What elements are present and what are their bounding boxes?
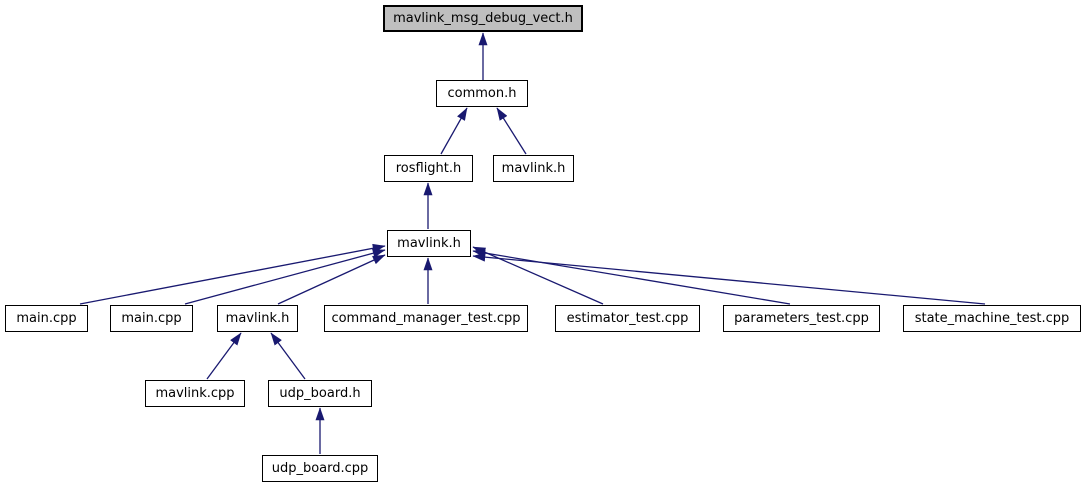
graph-node-mavlink-h[interactable]: mavlink.h <box>493 155 574 182</box>
dependency-edge-n13-to-n7 <box>270 332 306 380</box>
graph-node-mavlink-h[interactable]: mavlink.h <box>387 230 471 257</box>
graph-node-udp-board-cpp[interactable]: udp_board.cpp <box>262 455 378 482</box>
dependency-edge-n7-to-n4 <box>277 254 386 305</box>
dependency-edge-n6-to-n4 <box>184 248 386 305</box>
graph-node-rosflight-h[interactable]: rosflight.h <box>384 155 473 182</box>
dependency-edge-n3-to-n1 <box>496 107 527 155</box>
graph-node-estimator-test-cpp[interactable]: estimator_test.cpp <box>555 305 700 332</box>
dependency-edge-n9-to-n4 <box>472 246 604 305</box>
graph-node-mavlink-msg-debug-vect-h: mavlink_msg_debug_vect.h <box>383 5 583 32</box>
dependency-edge-n2-to-n1 <box>440 107 468 155</box>
dependency-edge-n12-to-n7 <box>206 332 242 380</box>
graph-node-mavlink-cpp[interactable]: mavlink.cpp <box>145 380 245 407</box>
graph-node-parameters-test-cpp[interactable]: parameters_test.cpp <box>723 305 880 332</box>
graph-node-command-manager-test-cpp[interactable]: command_manager_test.cpp <box>324 305 528 332</box>
graph-node-mavlink-h[interactable]: mavlink.h <box>217 305 298 332</box>
dependency-edge-n10-to-n4 <box>472 248 791 305</box>
dependency-edge-n11-to-n4 <box>472 252 986 305</box>
graph-node-main-cpp[interactable]: main.cpp <box>5 305 88 332</box>
graph-node-main-cpp[interactable]: main.cpp <box>110 305 193 332</box>
graph-node-state-machine-test-cpp[interactable]: state_machine_test.cpp <box>903 305 1081 332</box>
dependency-edge-n5-to-n4 <box>79 243 386 305</box>
graph-node-udp-board-h[interactable]: udp_board.h <box>268 380 372 407</box>
graph-node-common-h[interactable]: common.h <box>436 80 528 107</box>
